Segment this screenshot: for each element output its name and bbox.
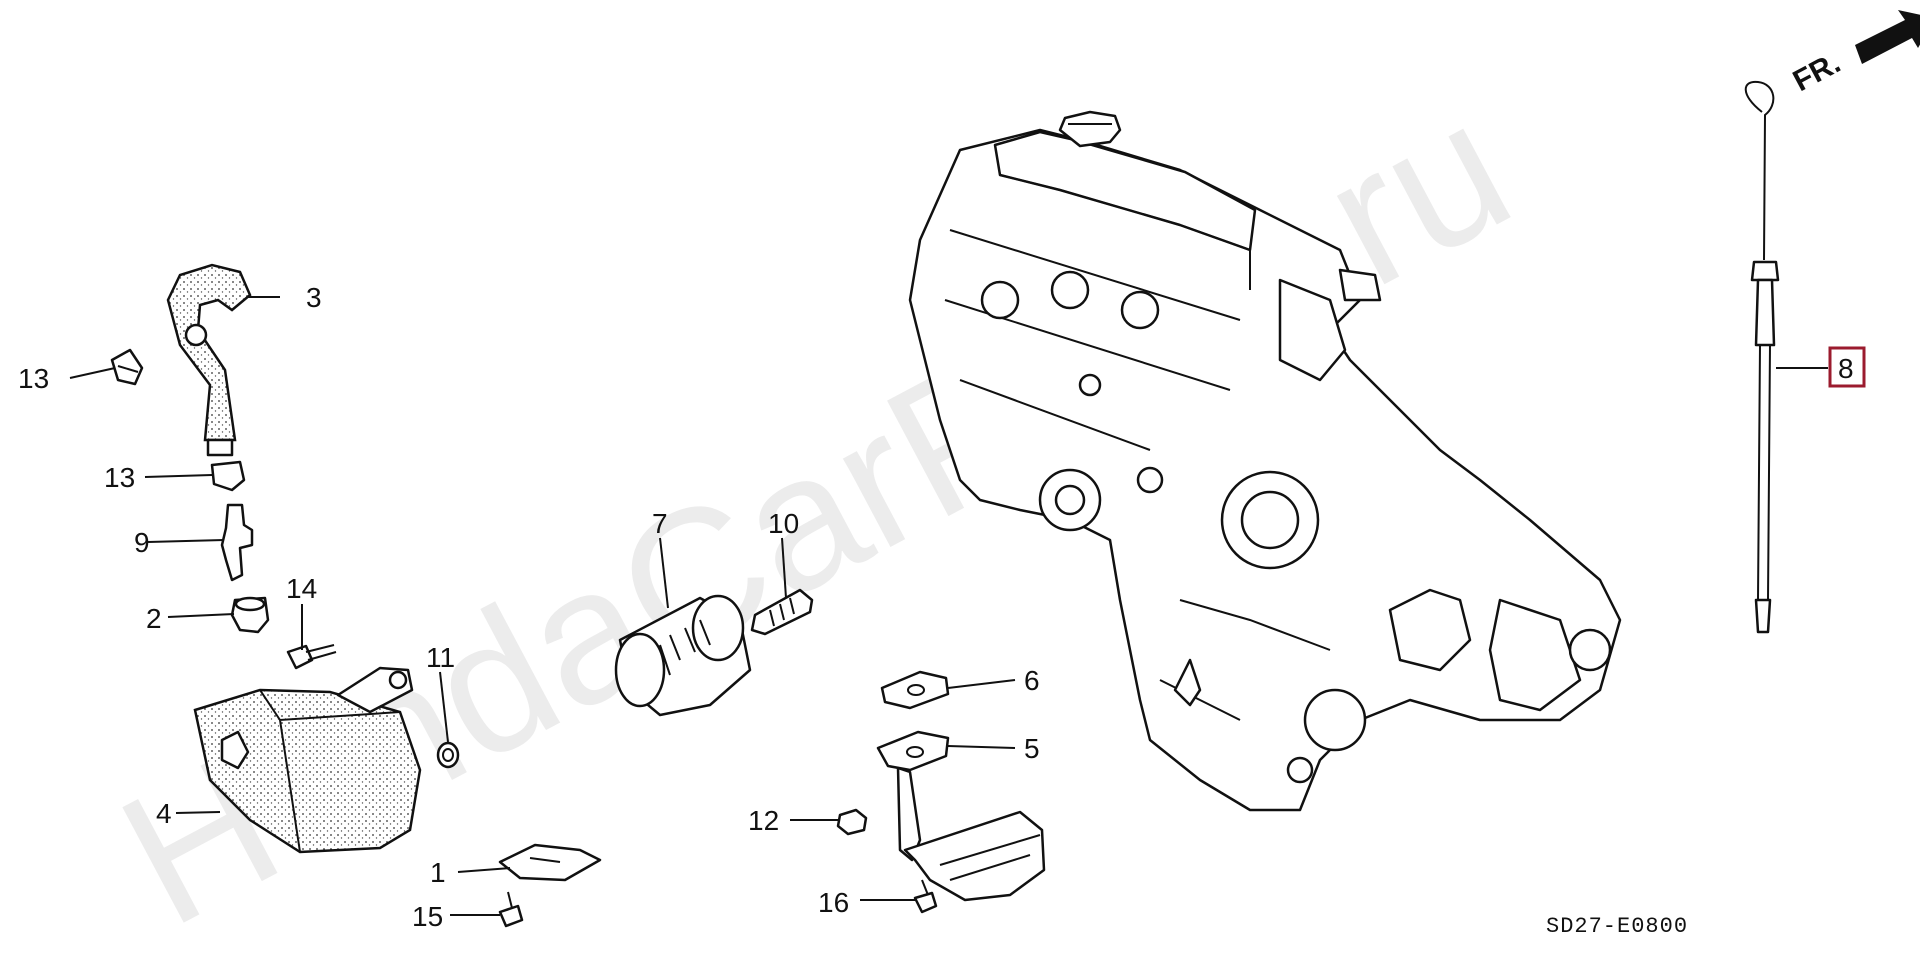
oil-strainer [876,730,1046,902]
callout-13[interactable]: 13 [104,462,135,493]
callout-14[interactable]: 14 [286,573,317,604]
oil-filter [614,594,752,717]
bolt-16 [913,879,938,914]
diagram-code: SD27-E0800 [1546,914,1688,939]
callout-4[interactable]: 4 [156,798,172,829]
oil-dipstick [1744,80,1780,634]
breather-chamber [193,688,422,854]
bolt-15 [498,891,524,928]
callout-11[interactable]: 11 [426,642,455,673]
callout-13[interactable]: 13 [18,363,49,394]
callout-3[interactable]: 3 [306,282,322,313]
grommet [230,596,270,634]
strainer-gasket [880,670,950,710]
callout-15[interactable]: 15 [412,901,443,932]
callout-8-highlighted[interactable]: 8 [1828,346,1866,388]
pcv-joint [220,503,254,582]
leader-lines [69,296,1828,916]
callout-8[interactable]: 8 [1838,353,1854,384]
callout-10[interactable]: 10 [768,508,799,539]
callout-16[interactable]: 16 [818,887,849,918]
front-direction-marker: FR. [1788,10,1920,98]
flange-nut [836,808,868,836]
callout-2[interactable]: 2 [146,603,162,634]
sealing-washer [436,741,460,769]
filter-threaded-joint [750,588,814,636]
callout-8-box [1828,346,1866,388]
chamber-bracket [336,666,414,714]
callout-7[interactable]: 7 [652,508,668,539]
callout-5[interactable]: 5 [1024,733,1040,764]
hose-clip-lower [210,460,246,492]
fr-label: FR. [1788,46,1846,98]
baffle-plate [498,843,602,882]
callout-6[interactable]: 6 [1024,665,1040,696]
breather-hose [166,263,252,457]
hose-clip-upper [110,348,144,386]
engine-block [908,110,1622,812]
callout-9[interactable]: 9 [134,527,150,558]
bolt-14 [286,644,337,670]
callout-1[interactable]: 1 [430,857,446,888]
callout-12[interactable]: 12 [748,805,779,836]
